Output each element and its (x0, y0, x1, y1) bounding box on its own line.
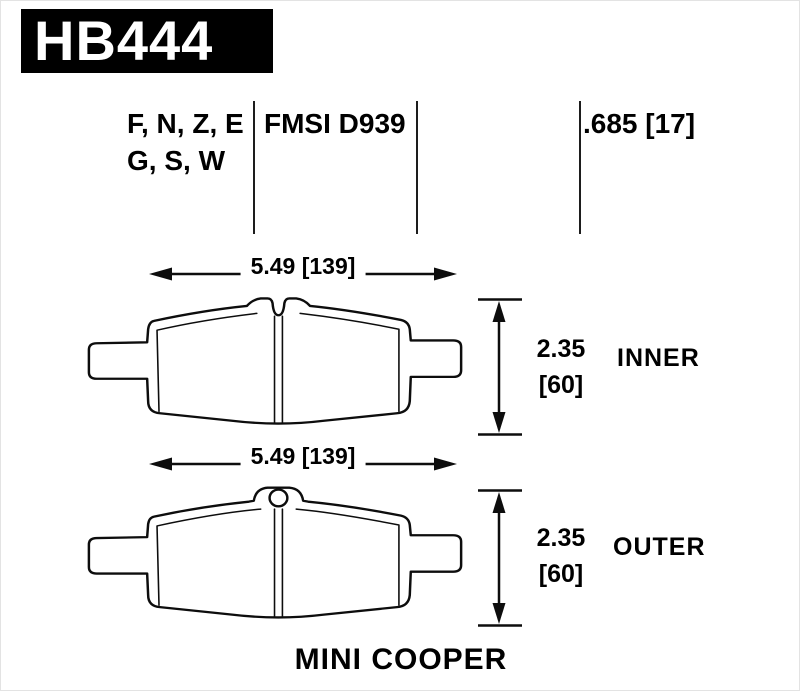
outer-pad-friction-left (156, 508, 262, 607)
outer-pad-outline (87, 486, 463, 619)
compound-codes-line1: F, N, Z, E (127, 108, 244, 139)
inner-pad-drawing (87, 297, 463, 425)
inner-pad-outline (87, 297, 463, 425)
divider-line-1 (253, 101, 255, 234)
inner-pad-label: INNER (617, 344, 700, 372)
inner-height-inches: 2.35 (536, 335, 586, 363)
outer-pad-friction-right (295, 508, 400, 607)
outer-height-inches: 2.35 (536, 524, 586, 552)
part-number: HB444 (34, 9, 214, 72)
fmsi-code: FMSI D939 (264, 108, 406, 139)
arrow-up-icon (492, 301, 506, 322)
outer-height-dimension (478, 488, 522, 628)
outer-pad-sensor-hole (268, 488, 289, 508)
arrow-down-icon (492, 603, 506, 624)
divider-line-2 (416, 101, 418, 234)
arrow-down-icon (492, 412, 506, 433)
inner-pad-friction-left (156, 312, 258, 413)
vehicle-name: MINI COOPER (294, 643, 508, 676)
outer-width-dimension: 5.49 [139] (149, 443, 457, 474)
arrow-right-icon (434, 267, 457, 281)
inner-width-dimension: 5.49 [139] (149, 253, 457, 284)
arrow-left-icon (149, 267, 172, 281)
inner-width-label: 5.49 [139] (240, 253, 366, 279)
outer-pad-drawing (87, 486, 463, 619)
outer-pad-label: OUTER (613, 533, 706, 561)
inner-height-mm: [60] (538, 371, 584, 399)
inner-height-dimension (478, 297, 522, 437)
inner-pad-friction-right (299, 312, 400, 413)
divider-line-3 (579, 101, 581, 234)
inner-height-label: 2.35 [60] (521, 331, 601, 403)
arrow-right-icon (434, 457, 457, 471)
arrow-left-icon (149, 457, 172, 471)
outer-width-label: 5.49 [139] (240, 443, 366, 469)
pad-thickness: .685 [17] (583, 108, 696, 139)
outer-height-label: 2.35 [60] (521, 520, 601, 592)
arrow-up-icon (492, 492, 506, 513)
compound-codes-line2: G, S, W (127, 145, 225, 176)
part-number-box: HB444 (21, 9, 273, 73)
outer-height-mm: [60] (538, 560, 584, 588)
